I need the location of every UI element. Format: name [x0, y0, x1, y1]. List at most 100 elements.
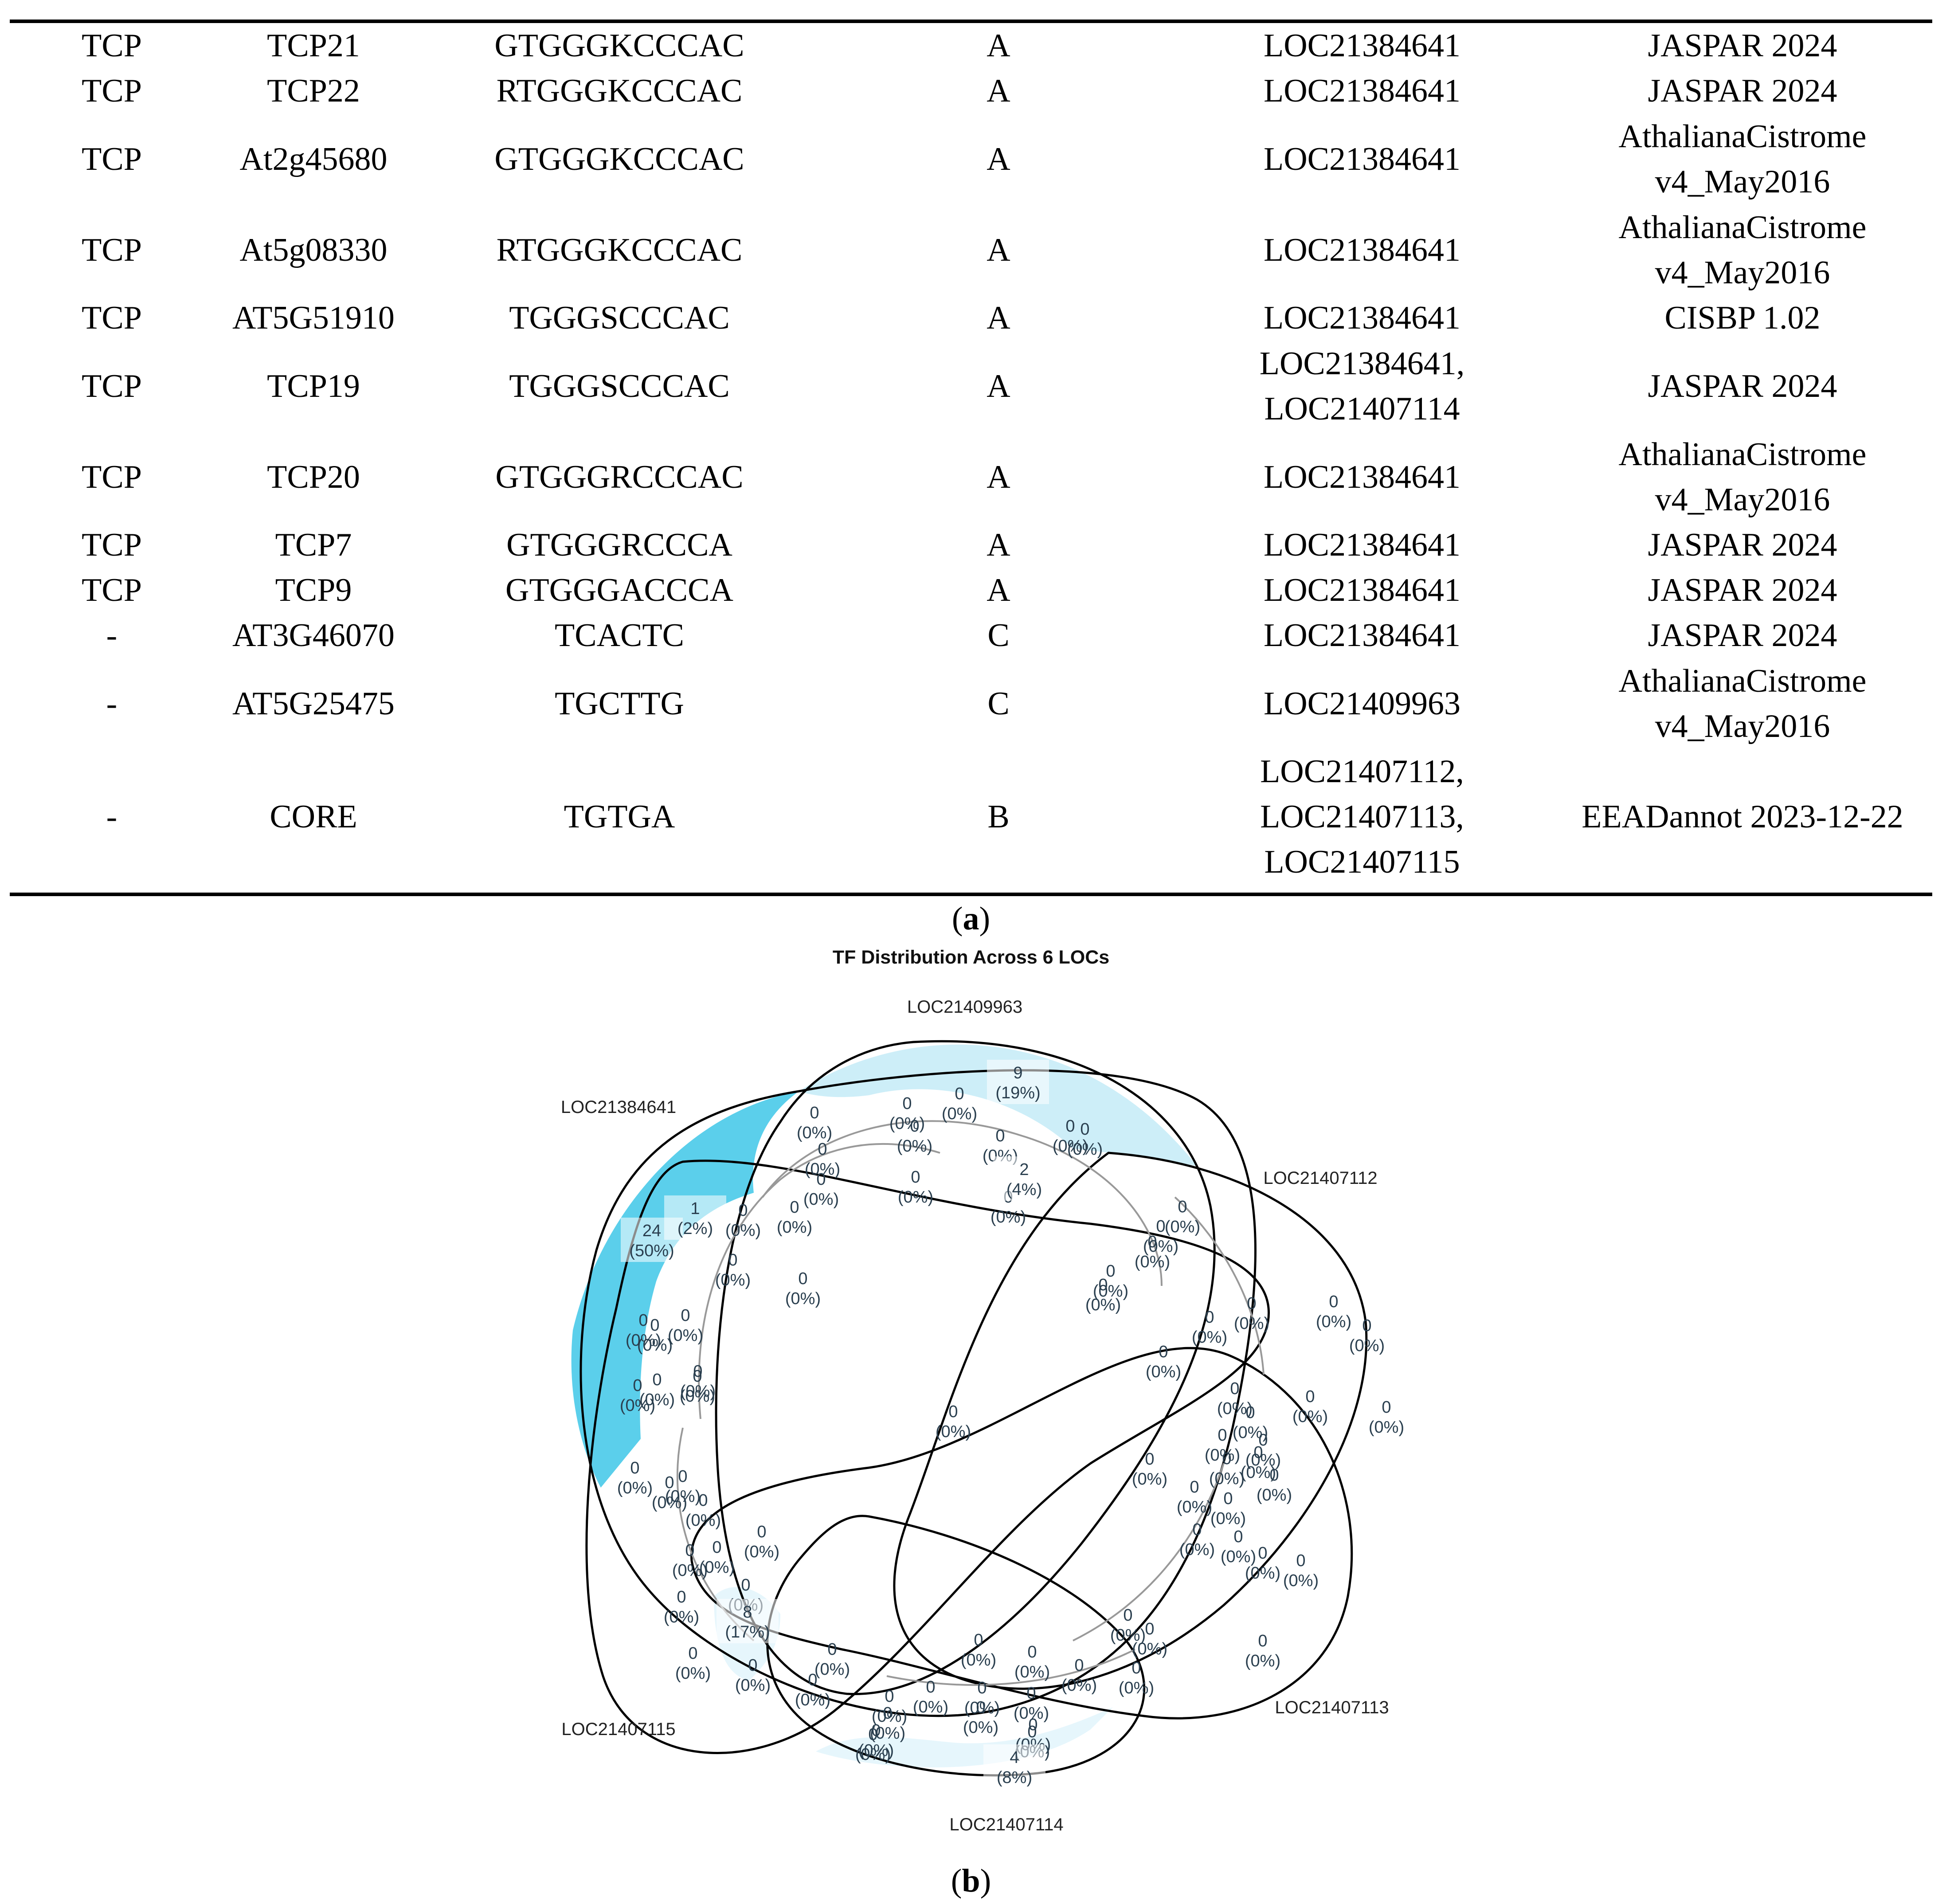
zero-region-count: 0	[827, 1640, 837, 1659]
zero-region-count: 0	[977, 1679, 987, 1697]
zero-region-count: 0	[808, 1671, 817, 1689]
table-cell: JASPAR 2024	[1648, 368, 1837, 404]
zero-region-percent: (0%)	[1316, 1312, 1351, 1331]
region-count: 0	[948, 1403, 958, 1421]
zero-region-count: 0	[1106, 1262, 1115, 1281]
zero-region-count: 0	[1245, 1403, 1255, 1422]
table-cell: TCP7	[275, 527, 352, 563]
region-count: 2	[1019, 1160, 1029, 1179]
zero-region-label: 0(0%)	[1241, 1443, 1276, 1482]
zero-region-percent: (0%)	[777, 1218, 812, 1237]
zero-region-label: 0(0%)	[1316, 1293, 1351, 1331]
zero-region-count: 0	[1382, 1398, 1391, 1417]
table-cell: LOC21384641	[1264, 527, 1460, 563]
table-cell: LOC21384641	[1264, 231, 1460, 268]
zero-region-count: 0	[1329, 1293, 1338, 1311]
region-label-backdrop	[664, 1195, 726, 1240]
table-cell: A	[987, 73, 1010, 109]
table-cell: A	[987, 141, 1010, 177]
table-cell: TCP9	[275, 572, 352, 608]
set-outline-LOC21407112	[893, 1152, 1368, 1690]
zero-region-count: 0	[976, 1698, 985, 1717]
zero-region-count: 0	[1132, 1659, 1141, 1677]
zero-region-label: 0(0%)	[795, 1671, 830, 1709]
venn-title: TF Distribution Across 6 LOCs	[833, 947, 1109, 968]
region-label: 4(8%)	[983, 1744, 1045, 1789]
intersection-curve	[1073, 1463, 1225, 1642]
table-cell: AT5G25475	[232, 685, 395, 722]
zero-region-count: 0	[681, 1306, 690, 1325]
zero-region-count: 0	[698, 1491, 708, 1510]
zero-region-count: 0	[748, 1656, 757, 1675]
zero-region-label: 0(0%)	[665, 1467, 701, 1506]
region-fill-LOC21409963	[799, 1044, 1197, 1166]
table-cell: AthalianaCistrome v4_May2016	[1618, 436, 1867, 518]
zero-region-count: 0	[955, 1085, 964, 1103]
zero-region-percent: (0%)	[1177, 1498, 1212, 1516]
zero-region-count: 0	[1258, 1632, 1267, 1650]
zero-region-percent: (0%)	[1221, 1547, 1256, 1566]
intersection-curve	[886, 1649, 1135, 1686]
zero-region-label: 0(0%)	[1349, 1316, 1385, 1355]
zero-region-percent: (0%)	[699, 1558, 735, 1577]
zero-region-count: 0	[902, 1094, 912, 1113]
zero-region-label: 0 (0%)	[1119, 1659, 1154, 1697]
caption-a: (a)	[0, 900, 1942, 938]
zero-region-count: 0	[678, 1467, 687, 1486]
caption-a-letter: a	[963, 901, 979, 937]
table-cell: LOC21384641	[1264, 27, 1460, 64]
zero-region-count: 0	[816, 1170, 826, 1189]
region-percent: (50%)	[629, 1242, 674, 1260]
zero-region-label: 0(0%)	[1061, 1656, 1097, 1695]
zero-region-count: 0	[741, 1576, 750, 1595]
zero-region-label: 0(0%)	[1209, 1450, 1245, 1488]
zero-region-count: 0	[1296, 1551, 1305, 1570]
zero-region-count: 0	[995, 1127, 1005, 1145]
venn-zero-labels: 0(0%)0(0%)0(0%)0(0%)0(0%)0(0%)0(0%)0(0%)…	[617, 1085, 1404, 1764]
set-outline-LOC21384641	[579, 1069, 1257, 1717]
table-cell: AT5G51910	[232, 300, 395, 336]
venn-outlines	[579, 1040, 1368, 1777]
zero-region-label: 0(0%)	[870, 1704, 905, 1743]
table-cell: TCP	[82, 73, 142, 109]
set-outline-LOC21407113	[690, 1347, 1353, 1720]
zero-region-label: 0(0%)	[1205, 1426, 1240, 1465]
zero-region-count: 0	[1362, 1316, 1371, 1335]
zero-region-count: 0	[885, 1687, 894, 1706]
zero-region-label: 0(0%)	[1085, 1276, 1121, 1314]
zero-region-count: 0	[810, 1104, 819, 1122]
zero-region-count: 0	[871, 1721, 881, 1740]
zero-region-count: 0	[974, 1631, 983, 1649]
zero-region-percent: (0%)	[735, 1676, 771, 1695]
zero-region-percent: (0%)	[1119, 1679, 1154, 1697]
zero-region-label: 0(0%)	[1165, 1198, 1200, 1236]
table-cell: A	[987, 458, 1010, 495]
zero-region-label: 0(0%)	[626, 1311, 661, 1350]
zero-region-label: 0(0%)	[1245, 1431, 1281, 1469]
region-count: 1	[690, 1199, 700, 1218]
table-cell: LOC21407112, LOC21407113, LOC21407115	[1260, 753, 1464, 880]
zero-region-label: 0(0%)	[1014, 1643, 1050, 1681]
zero-region-percent: (0%)	[639, 1391, 675, 1409]
set-name-LOC21407115: LOC21407115	[561, 1720, 675, 1739]
zero-region-percent: (0%)	[1143, 1237, 1179, 1256]
zero-region-count: 0	[757, 1523, 766, 1541]
zero-region-label: 0(0%)	[872, 1687, 907, 1726]
intersection-curve	[1174, 1196, 1265, 1375]
zero-region-percent: (0%)	[814, 1660, 850, 1679]
table-cell: TGCTTG	[555, 685, 684, 722]
zero-region-percent: (0%)	[1234, 1314, 1269, 1333]
zero-region-label: 0(0%)	[1110, 1606, 1146, 1645]
zero-region-count: 0	[1028, 1716, 1038, 1734]
zero-region-percent: (0%)	[785, 1289, 821, 1308]
zero-region-percent: (0%)	[675, 1664, 711, 1683]
zero-region-label: 0(0%)	[680, 1367, 715, 1406]
zero-region-count: 0	[1258, 1544, 1267, 1563]
zero-region-percent: (0%)	[872, 1707, 907, 1726]
zero-region-label: 0(0%)	[675, 1644, 711, 1683]
table-cell: A	[987, 231, 1010, 268]
